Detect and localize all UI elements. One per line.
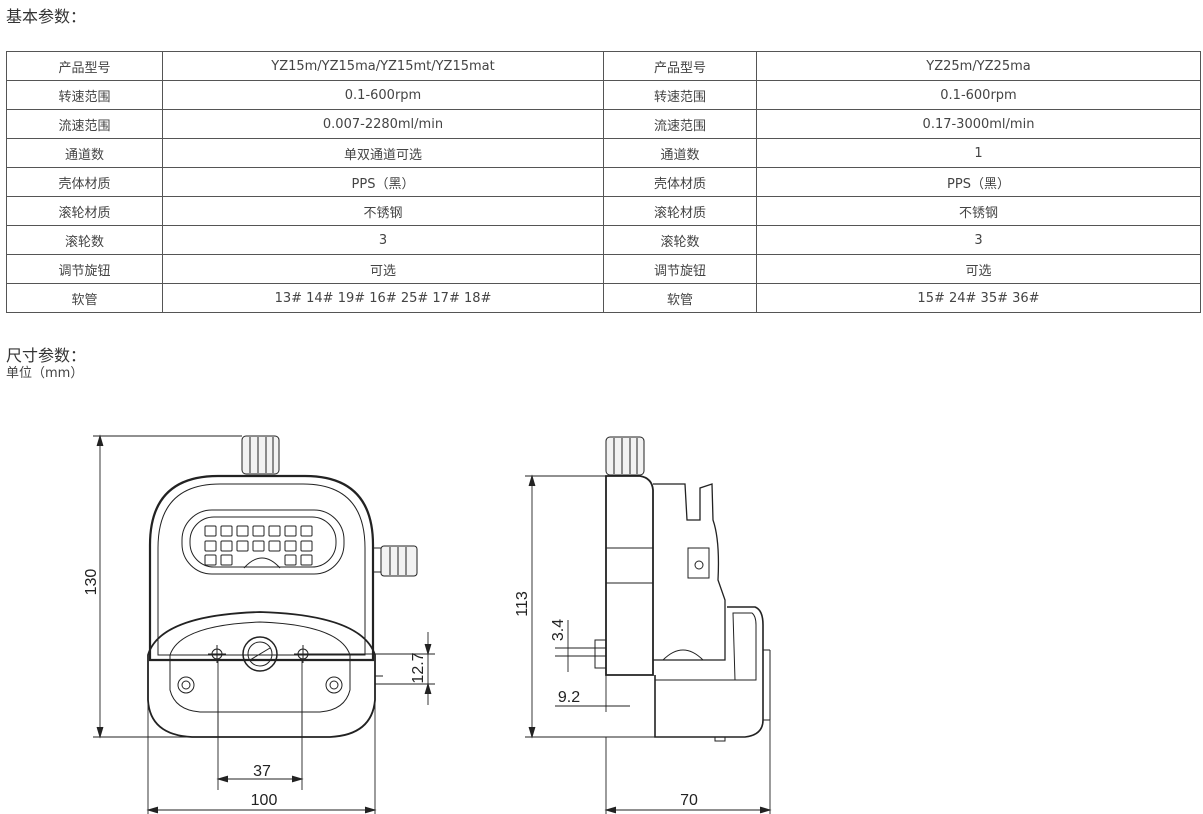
table-cell: 滚轮材质 <box>603 196 757 226</box>
table-cell: 调节旋钮 <box>6 254 163 284</box>
table-cell: 软管 <box>6 283 163 313</box>
dim-9-2-label: 9.2 <box>558 689 580 706</box>
table-row: 转速范围 0.1-600rpm 转速范围 0.1-600rpm <box>6 80 1201 110</box>
side-view <box>594 436 771 742</box>
table-cell: 13# 14# 19# 16# 25# 17# 18# <box>162 283 604 313</box>
table-cell: YZ25m/YZ25ma <box>756 51 1201 81</box>
knob-icon <box>605 436 645 476</box>
table-row: 调节旋钮 可选 调节旋钮 可选 <box>6 254 1201 284</box>
table-cell: 转速范围 <box>603 80 757 110</box>
table-cell: 软管 <box>603 283 757 313</box>
table-cell: 3 <box>756 225 1201 255</box>
table-cell: 壳体材质 <box>603 167 757 197</box>
dim-70-label: 70 <box>680 792 698 809</box>
table-row: 滚轮材质 不锈钢 滚轮材质 不锈钢 <box>6 196 1201 226</box>
side-dimensions <box>525 474 772 814</box>
front-view <box>147 435 418 738</box>
table-cell: 不锈钢 <box>756 196 1201 226</box>
knob-icon <box>241 435 280 475</box>
table-cell: 单双通道可选 <box>162 138 604 168</box>
dim-100-label: 100 <box>251 792 278 809</box>
dim-130-label: 130 <box>83 569 100 596</box>
table-cell: 可选 <box>162 254 604 284</box>
table-cell: 壳体材质 <box>6 167 163 197</box>
basic-params-heading: 基本参数： <box>6 7 87 26</box>
table-cell: 0.17-3000ml/min <box>756 109 1201 139</box>
table-row: 产品型号 YZ15m/YZ15ma/YZ15mt/YZ15mat 产品型号 YZ… <box>6 51 1201 81</box>
shaft-icon <box>242 636 278 672</box>
vent-grille-icon <box>204 525 313 569</box>
table-row: 滚轮数 3 滚轮数 3 <box>6 225 1201 255</box>
table-cell: 调节旋钮 <box>603 254 757 284</box>
table-cell: 不锈钢 <box>162 196 604 226</box>
table-cell: 产品型号 <box>6 51 163 81</box>
spec-table: 产品型号 YZ15m/YZ15ma/YZ15mt/YZ15mat 产品型号 YZ… <box>6 51 1201 313</box>
table-cell: 滚轮数 <box>603 225 757 255</box>
dim-3-4-label: 3.4 <box>550 619 567 641</box>
table-cell: 3 <box>162 225 604 255</box>
table-row: 软管 13# 14# 19# 16# 25# 17# 18# 软管 15# 24… <box>6 283 1201 313</box>
adjuster-knob-icon <box>380 545 418 577</box>
table-cell: 0.007-2280ml/min <box>162 109 604 139</box>
table-cell: 1 <box>756 138 1201 168</box>
front-dimensions <box>93 434 435 814</box>
unit-label: 单位（mm） <box>6 366 84 381</box>
table-cell: 产品型号 <box>603 51 757 81</box>
dim-113-label: 113 <box>514 591 531 617</box>
table-cell: 流速范围 <box>603 109 757 139</box>
dim-37-label: 37 <box>253 763 271 780</box>
table-cell: 15# 24# 35# 36# <box>756 283 1201 313</box>
dimension-params-heading: 尺寸参数： <box>6 346 87 365</box>
table-cell: 0.1-600rpm <box>756 80 1201 110</box>
table-cell: YZ15m/YZ15ma/YZ15mt/YZ15mat <box>162 51 604 81</box>
dim-12-7-label: 12.7 <box>410 652 427 683</box>
